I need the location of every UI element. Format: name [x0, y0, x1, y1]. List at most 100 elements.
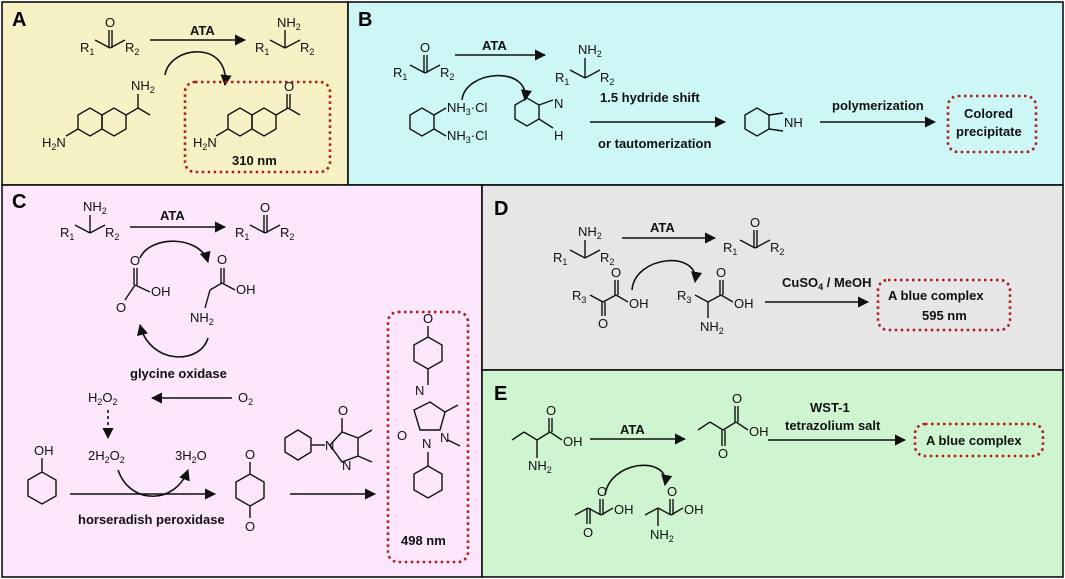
svg-text:R1: R1	[393, 65, 407, 82]
svg-text:OH: OH	[614, 502, 634, 517]
panel-c-enzyme-label: ATA	[160, 208, 185, 223]
panel-b-product-line2: precipitate	[956, 124, 1022, 139]
panel-b-step1-line1: 1.5 hydride shift	[600, 90, 700, 105]
panel-b-step2-label: polymerization	[832, 98, 924, 113]
panel-a-background	[1, 1, 349, 186]
panel-e-product-highlight	[913, 422, 1045, 458]
svg-text:NH2: NH2	[131, 78, 155, 95]
panel-c-curved-arrow-bottom	[137, 323, 209, 358]
svg-text:O: O	[217, 252, 227, 267]
svg-text:H: H	[554, 128, 563, 143]
svg-text:NH: NH	[784, 115, 803, 130]
panel-d-product-highlight	[876, 278, 1012, 332]
svg-text:R2: R2	[770, 240, 784, 257]
svg-text:O: O	[583, 525, 593, 540]
svg-text:O: O	[105, 15, 115, 30]
svg-text:O: O	[423, 311, 433, 326]
panel-b-curved-arrow	[461, 74, 532, 102]
panel-c-background	[1, 184, 483, 578]
panel-c-peroxide-curved-arrow	[117, 468, 190, 497]
svg-text:O: O	[397, 428, 407, 443]
panel-d-product-line2: 595 nm	[922, 308, 967, 323]
panel-e-curved-arrow	[604, 464, 673, 496]
svg-text:R1: R1	[80, 40, 94, 57]
panel-c-glycine-oxidase: glycine oxidase	[130, 366, 227, 381]
panel-b-step1-line2: or tautomerization	[598, 136, 711, 151]
svg-text:R2: R2	[280, 225, 294, 242]
panel-d-amine-substrate: NH2 R1 R2	[553, 224, 614, 267]
svg-text:R2: R2	[300, 40, 314, 57]
panel-d-amino-acid: O OH R3 NH2	[677, 265, 754, 336]
svg-text:R1: R1	[255, 40, 269, 57]
svg-text:OH: OH	[563, 434, 583, 449]
svg-text:R2: R2	[125, 40, 139, 57]
svg-text:R2: R2	[600, 250, 614, 267]
panel-a: A O R1 R2 ATA NH2 R1 R2	[12, 9, 332, 174]
svg-text:N: N	[342, 458, 351, 473]
panel-d-letter: D	[494, 198, 508, 220]
svg-text:R1: R1	[555, 70, 569, 87]
svg-text:OH: OH	[236, 282, 256, 297]
svg-text:NH2: NH2	[83, 199, 107, 216]
panel-a-ketone: O R1 R2	[80, 15, 139, 57]
panel-c-quinoneimine-dye: O N O N N	[397, 311, 461, 499]
svg-text:H2N: H2N	[193, 135, 217, 152]
svg-text:N: N	[440, 430, 449, 445]
panel-a-amine-product: NH2 R1 R2	[255, 15, 314, 57]
panel-d-reagent: CuSO4 / MeOH	[782, 275, 872, 292]
panel-e-oxobutyric-acid: O O OH	[697, 391, 769, 461]
svg-text:NH2: NH2	[277, 15, 301, 32]
panel-b-product-highlight	[946, 94, 1038, 154]
svg-text:O: O	[130, 253, 140, 268]
svg-text:O: O	[597, 484, 607, 499]
svg-text:NH2: NH2	[650, 527, 674, 544]
svg-text:NH2: NH2	[578, 224, 602, 241]
panel-d-product-line1: A blue complex	[888, 288, 984, 303]
panel-e-enzyme-label: ATA	[620, 422, 645, 437]
panel-b-product-line1: Colored	[964, 106, 1013, 121]
svg-text:N: N	[325, 438, 334, 453]
panel-c-glycine: O OH NH2	[190, 252, 256, 327]
panel-d-ketone-product: O R1 R2	[723, 215, 784, 257]
panel-b-letter: B	[358, 9, 372, 31]
svg-text:R2: R2	[440, 65, 454, 82]
panel-e-alanine: O OH NH2	[644, 484, 704, 544]
panel-e-pyruvate: O O OH	[574, 484, 634, 540]
svg-text:O: O	[611, 265, 621, 280]
panel-a-amine-donor: NH2 H2N	[42, 78, 155, 152]
panel-d: D NH2 R1 R2 ATA O R1 R2	[494, 198, 1012, 336]
panel-c-ketone-product: O R1 R2	[235, 200, 294, 242]
panel-c-glyoxylate: O OH O	[116, 253, 171, 315]
svg-text:O: O	[546, 403, 556, 418]
panel-c-amine-substrate: NH2 R1 R2	[60, 199, 119, 242]
svg-text:R3: R3	[572, 288, 586, 305]
svg-text:R1: R1	[723, 240, 737, 257]
panel-c-product-highlight	[386, 310, 470, 564]
svg-text:OH: OH	[734, 296, 754, 311]
panel-c-wavelength: 498 nm	[401, 533, 446, 548]
svg-text:NH3·Cl: NH3·Cl	[447, 128, 488, 145]
svg-text:R2: R2	[600, 70, 614, 87]
svg-text:N: N	[422, 436, 431, 451]
panel-a-letter: A	[12, 9, 26, 31]
panel-e-letter: E	[494, 383, 507, 405]
svg-text:O: O	[420, 40, 430, 55]
svg-text:NH2: NH2	[528, 458, 552, 475]
panel-a-curved-arrow	[164, 51, 232, 87]
panel-b-enzyme-label: ATA	[482, 38, 507, 53]
svg-text:R1: R1	[235, 225, 249, 242]
svg-text:OH: OH	[34, 443, 54, 458]
svg-text:R1: R1	[60, 225, 74, 242]
svg-text:H2O2: H2O2	[88, 390, 118, 407]
svg-text:O: O	[598, 316, 608, 331]
panel-e: E O OH NH2 ATA O O OH	[494, 383, 1045, 544]
svg-text:H2N: H2N	[42, 135, 66, 152]
svg-text:R3: R3	[677, 288, 691, 305]
panel-d-keto-acid: O O OH R3	[572, 265, 649, 331]
panel-c-benzoquinone: O O	[235, 447, 265, 534]
panel-b-isoindole-intermediate: N H	[514, 96, 563, 143]
svg-text:NH2: NH2	[578, 42, 602, 59]
svg-text:OH: OH	[749, 424, 769, 439]
